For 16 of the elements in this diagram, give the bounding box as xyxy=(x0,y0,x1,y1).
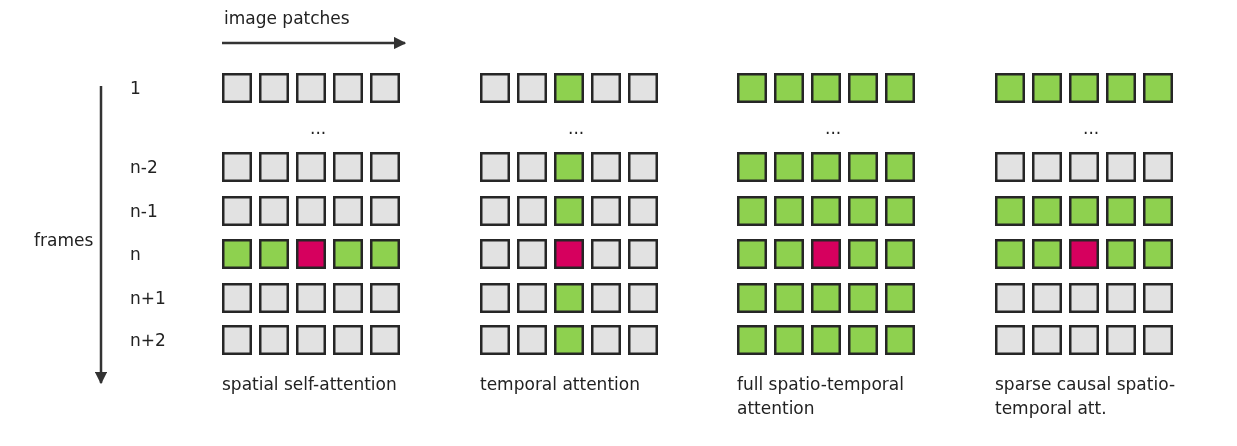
ellipsis: ... xyxy=(1083,117,1100,140)
axis-label: image patches xyxy=(224,7,350,30)
frame-label: n-2 xyxy=(130,156,158,179)
frame-label: n xyxy=(130,243,141,266)
frame-label: n+2 xyxy=(130,329,166,352)
caption: spatial self-attention xyxy=(222,373,398,396)
ellipsis: ... xyxy=(568,117,585,140)
frame-label: 1 xyxy=(130,77,141,100)
frame-label: n+1 xyxy=(130,287,166,310)
caption: sparse causal spatio-temporal att. xyxy=(995,373,1177,420)
caption: temporal attention xyxy=(480,373,641,396)
frame-label: n-1 xyxy=(130,200,158,223)
axis-label: frames xyxy=(34,229,94,252)
caption: full spatio-temporal attention xyxy=(737,373,905,420)
ellipsis: ... xyxy=(310,117,327,140)
ellipsis: ... xyxy=(825,117,842,140)
